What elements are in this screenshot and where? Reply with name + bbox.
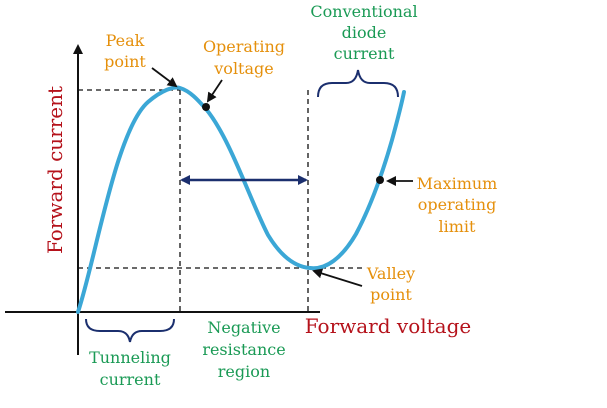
peak-point-label: Peak point — [104, 31, 146, 71]
svg-text:diode: diode — [342, 23, 387, 42]
svg-text:resistance: resistance — [202, 340, 285, 359]
dashed-guides — [78, 89, 362, 312]
negative-resistance-label: Negative resistance region — [202, 318, 285, 381]
svg-text:region: region — [218, 362, 270, 381]
svg-text:limit: limit — [439, 217, 477, 236]
operating-voltage-label: Operating voltage — [203, 37, 285, 78]
svg-text:voltage: voltage — [213, 59, 273, 78]
max-operating-limit-label: Maximum operating limit — [417, 174, 498, 236]
tunneling-brace — [85, 318, 175, 343]
svg-text:Tunneling: Tunneling — [89, 348, 171, 367]
operating-voltage-arrow — [206, 79, 223, 103]
svg-text:Peak: Peak — [106, 31, 145, 50]
conventional-brace — [317, 69, 399, 98]
svg-text:current: current — [100, 370, 161, 389]
svg-text:point: point — [370, 285, 412, 304]
valley-point-label: Valley point — [366, 264, 415, 304]
conventional-current-label: Conventional diode current — [310, 2, 417, 63]
peak-point-arrow — [151, 67, 178, 88]
svg-text:Conventional: Conventional — [310, 2, 417, 21]
svg-text:Operating: Operating — [203, 37, 285, 56]
valley-point-arrow — [312, 268, 363, 287]
svg-text:current: current — [334, 44, 395, 63]
svg-text:Maximum: Maximum — [417, 174, 498, 193]
x-axis-label: Forward voltage — [305, 314, 471, 338]
svg-text:operating: operating — [418, 195, 497, 214]
svg-text:Negative: Negative — [207, 318, 280, 337]
operating-voltage-point — [202, 103, 210, 111]
iv-curve — [76, 85, 406, 314]
y-axis-label: Forward current — [43, 86, 67, 254]
tunneling-current-label: Tunneling current — [89, 348, 171, 389]
svg-text:Valley: Valley — [366, 264, 415, 283]
svg-text:point: point — [104, 52, 146, 71]
max-operating-limit-point — [376, 176, 384, 184]
